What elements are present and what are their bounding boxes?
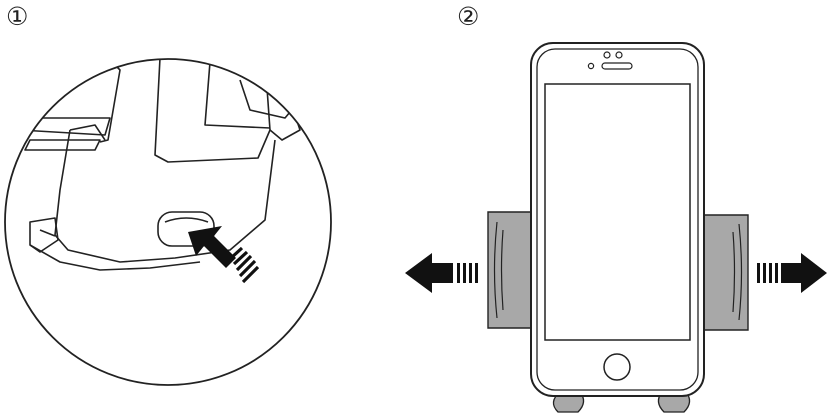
- base-line: [40, 230, 55, 236]
- closeup-circle: [5, 59, 331, 385]
- release-button-top: [165, 218, 208, 222]
- rail-lower: [25, 140, 100, 150]
- step2-phone-holder: [405, 43, 827, 412]
- housing-inner-plate: [205, 62, 270, 128]
- phone-screen: [545, 84, 690, 340]
- housing-top-ledge: [240, 80, 300, 118]
- right-arrow-icon: [757, 253, 827, 293]
- left-arrow-icon: [405, 253, 478, 293]
- step1-closeup: [5, 58, 331, 385]
